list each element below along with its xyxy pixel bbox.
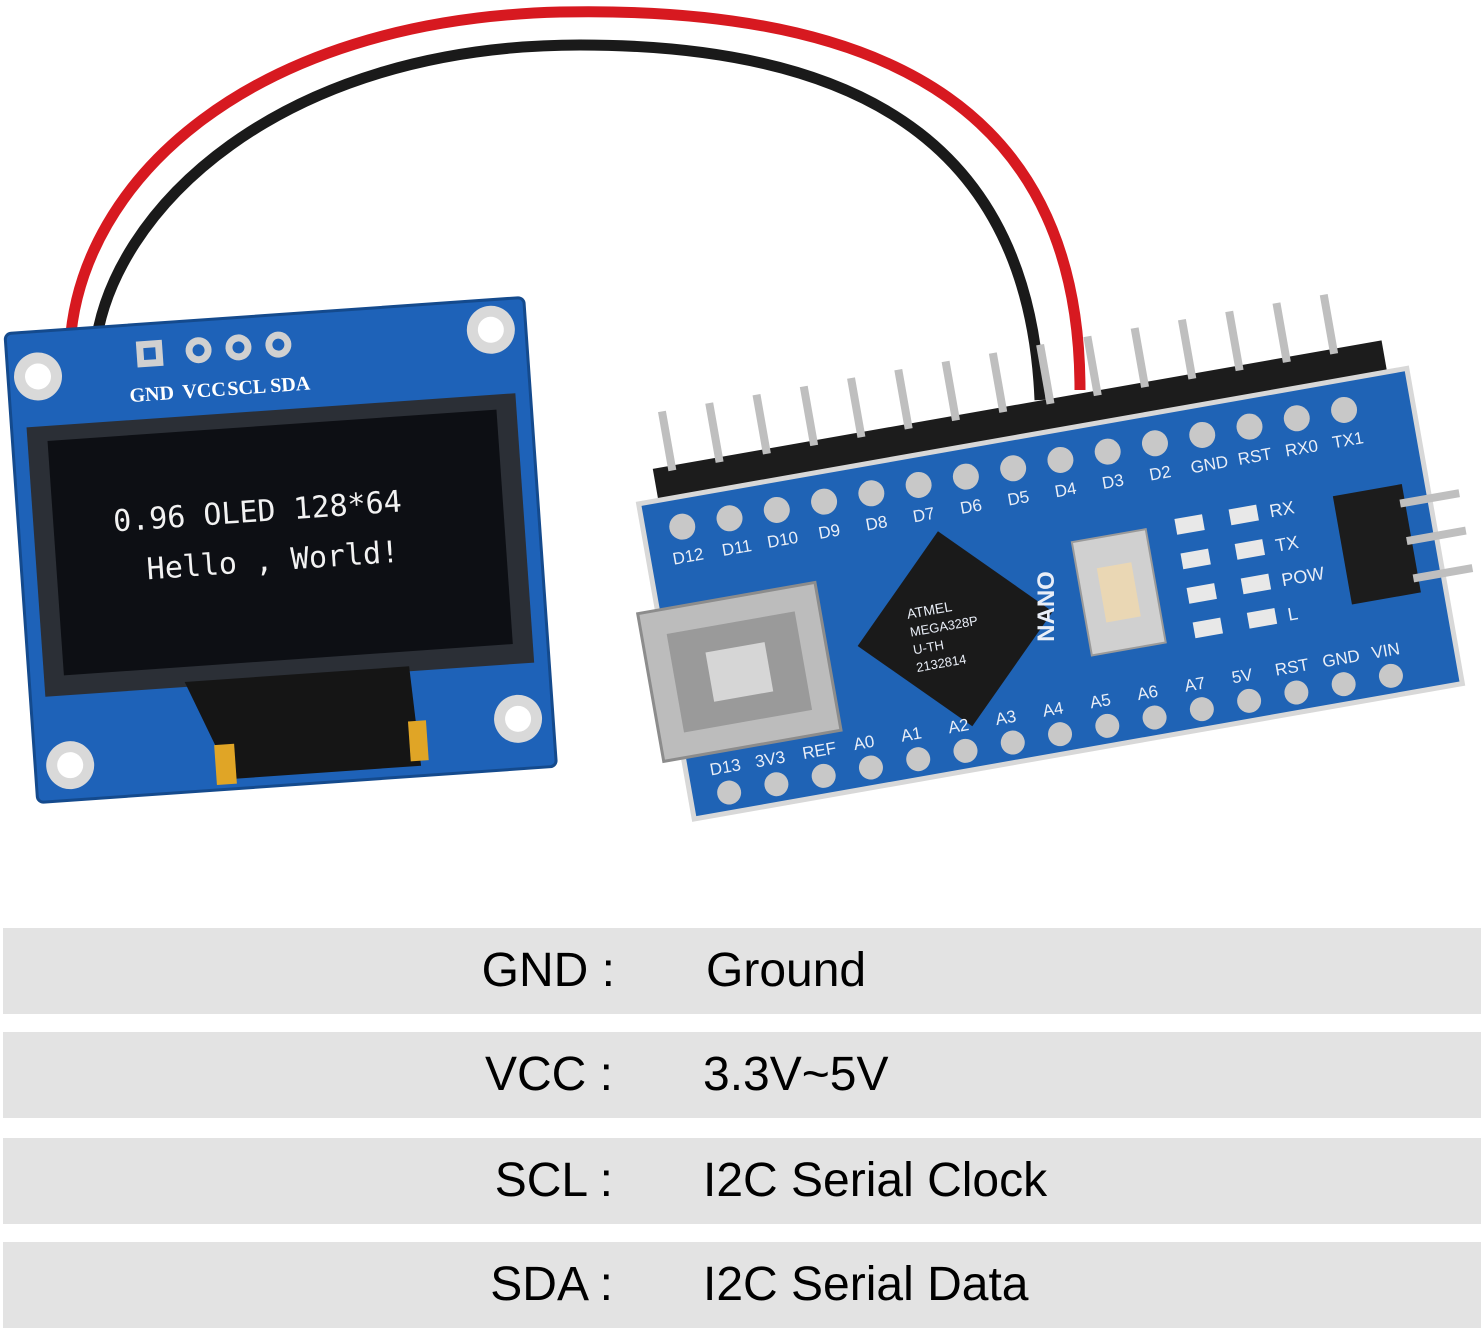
pin-d8: D8 [864,512,889,534]
pin-d7: D7 [911,504,936,526]
mcu-chip: ATMEL MEGA328P U-TH 2132814 [857,531,1053,727]
pin-a4: A4 [1041,698,1065,720]
pin-vin: VIN [1370,639,1401,663]
usb-connector [635,580,843,764]
pin-label-sda: SDA [269,373,311,398]
pin-5v: 5V [1230,665,1254,687]
oled-screen [47,409,513,676]
arduino-nano-board: D12 D11 D10 D9 D8 D7 D6 D5 D4 D3 D2 GND … [635,294,1474,822]
mounting-hole [46,741,95,790]
pin-description: I2C Serial Data [703,1258,1029,1311]
pin-a0: A0 [852,732,876,754]
pin-d3: D3 [1101,470,1126,492]
table-row: SDA : I2C Serial Data [3,1242,1481,1328]
led-rx-label: RX [1268,497,1296,521]
pin-d4: D4 [1053,479,1078,501]
pin-3v3: 3V3 [754,747,787,771]
oled-module: GND VCC SCL SDA 0.96 OLED 128*64 Hello ,… [3,296,558,804]
pin-a7: A7 [1183,673,1207,695]
chip-label-3: U-TH [912,637,945,657]
pin-label-scl: SCL [227,376,267,401]
pin-a1: A1 [899,723,923,745]
pin-d9: D9 [817,520,842,542]
icsp-header [1332,484,1474,605]
pin-d2: D2 [1148,462,1173,484]
led-tx-label: TX [1274,532,1300,556]
chip-label-1: ATMEL [905,598,953,622]
brand-label: NANO [1033,571,1060,642]
header-pads [135,331,292,368]
reset-button [1070,528,1167,657]
pin-a2: A2 [947,715,971,737]
pin-description: I2C Serial Clock [703,1154,1048,1207]
table-row: GND : Ground [3,928,1481,1014]
pin-a5: A5 [1088,690,1112,712]
mounting-hole [14,352,63,401]
pin-d5: D5 [1006,487,1031,509]
top-header [652,294,1388,505]
pin-key: SCL : [494,1154,613,1207]
table-row: VCC : 3.3V~5V [3,1032,1481,1118]
connection-wires [64,6,1086,401]
mounting-hole [494,694,543,743]
pin-key: VCC : [484,1048,613,1101]
table-row: SCL : I2C Serial Clock [3,1138,1481,1224]
pin-description: Ground [706,944,867,997]
led-l-label: L [1286,603,1299,624]
pin-d11: D11 [720,536,753,560]
pin-a6: A6 [1136,682,1160,704]
pin-key: SDA : [490,1258,613,1311]
mounting-hole [466,305,515,354]
pin-label-gnd: GND [129,382,175,407]
pin-a3: A3 [994,707,1018,729]
pin-key: GND : [481,944,615,997]
pin-d6: D6 [959,495,984,517]
product-photo: GND VCC SCL SDA 0.96 OLED 128*64 Hello ,… [3,6,1474,822]
pin-label-vcc: VCC [182,378,227,403]
pin-description: 3.3V~5V [703,1048,889,1101]
